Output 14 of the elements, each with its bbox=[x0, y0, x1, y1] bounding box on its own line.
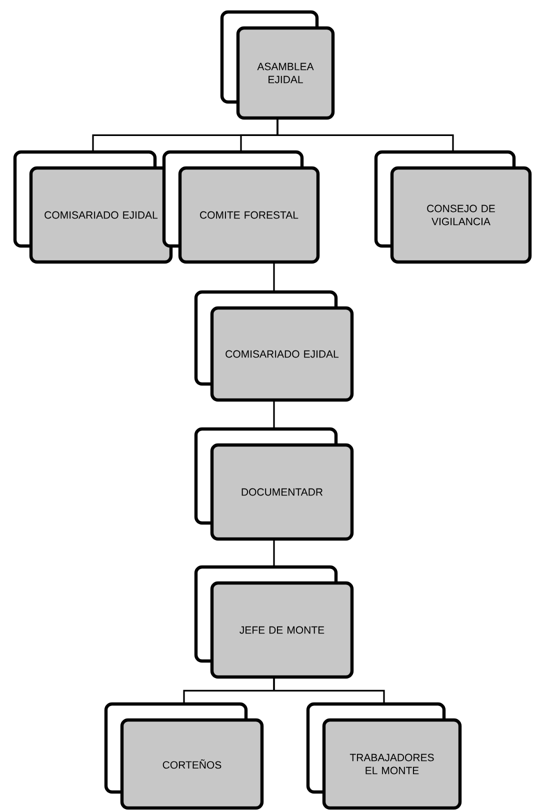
org-box: COMITE FORESTAL bbox=[162, 150, 320, 264]
connector-line bbox=[273, 262, 275, 292]
connector-line bbox=[276, 118, 454, 152]
org-box: DOCUMENTADR bbox=[194, 427, 354, 541]
connector-line bbox=[273, 677, 385, 704]
connector-line bbox=[273, 400, 275, 429]
org-box: CORTEÑOS bbox=[104, 702, 264, 810]
org-box: CONSEJO DE VIGILANCIA bbox=[374, 150, 532, 264]
org-box: TRABAJADORES EL MONTE bbox=[306, 702, 462, 810]
org-box: ASAMBLEA EJIDAL bbox=[220, 10, 335, 120]
org-box: COMISARIADO EJIDAL bbox=[194, 290, 354, 402]
connector-line bbox=[273, 539, 275, 567]
org-box: COMISARIADO EJIDAL bbox=[13, 150, 173, 264]
org-box: JEFE DE MONTE bbox=[194, 565, 354, 679]
